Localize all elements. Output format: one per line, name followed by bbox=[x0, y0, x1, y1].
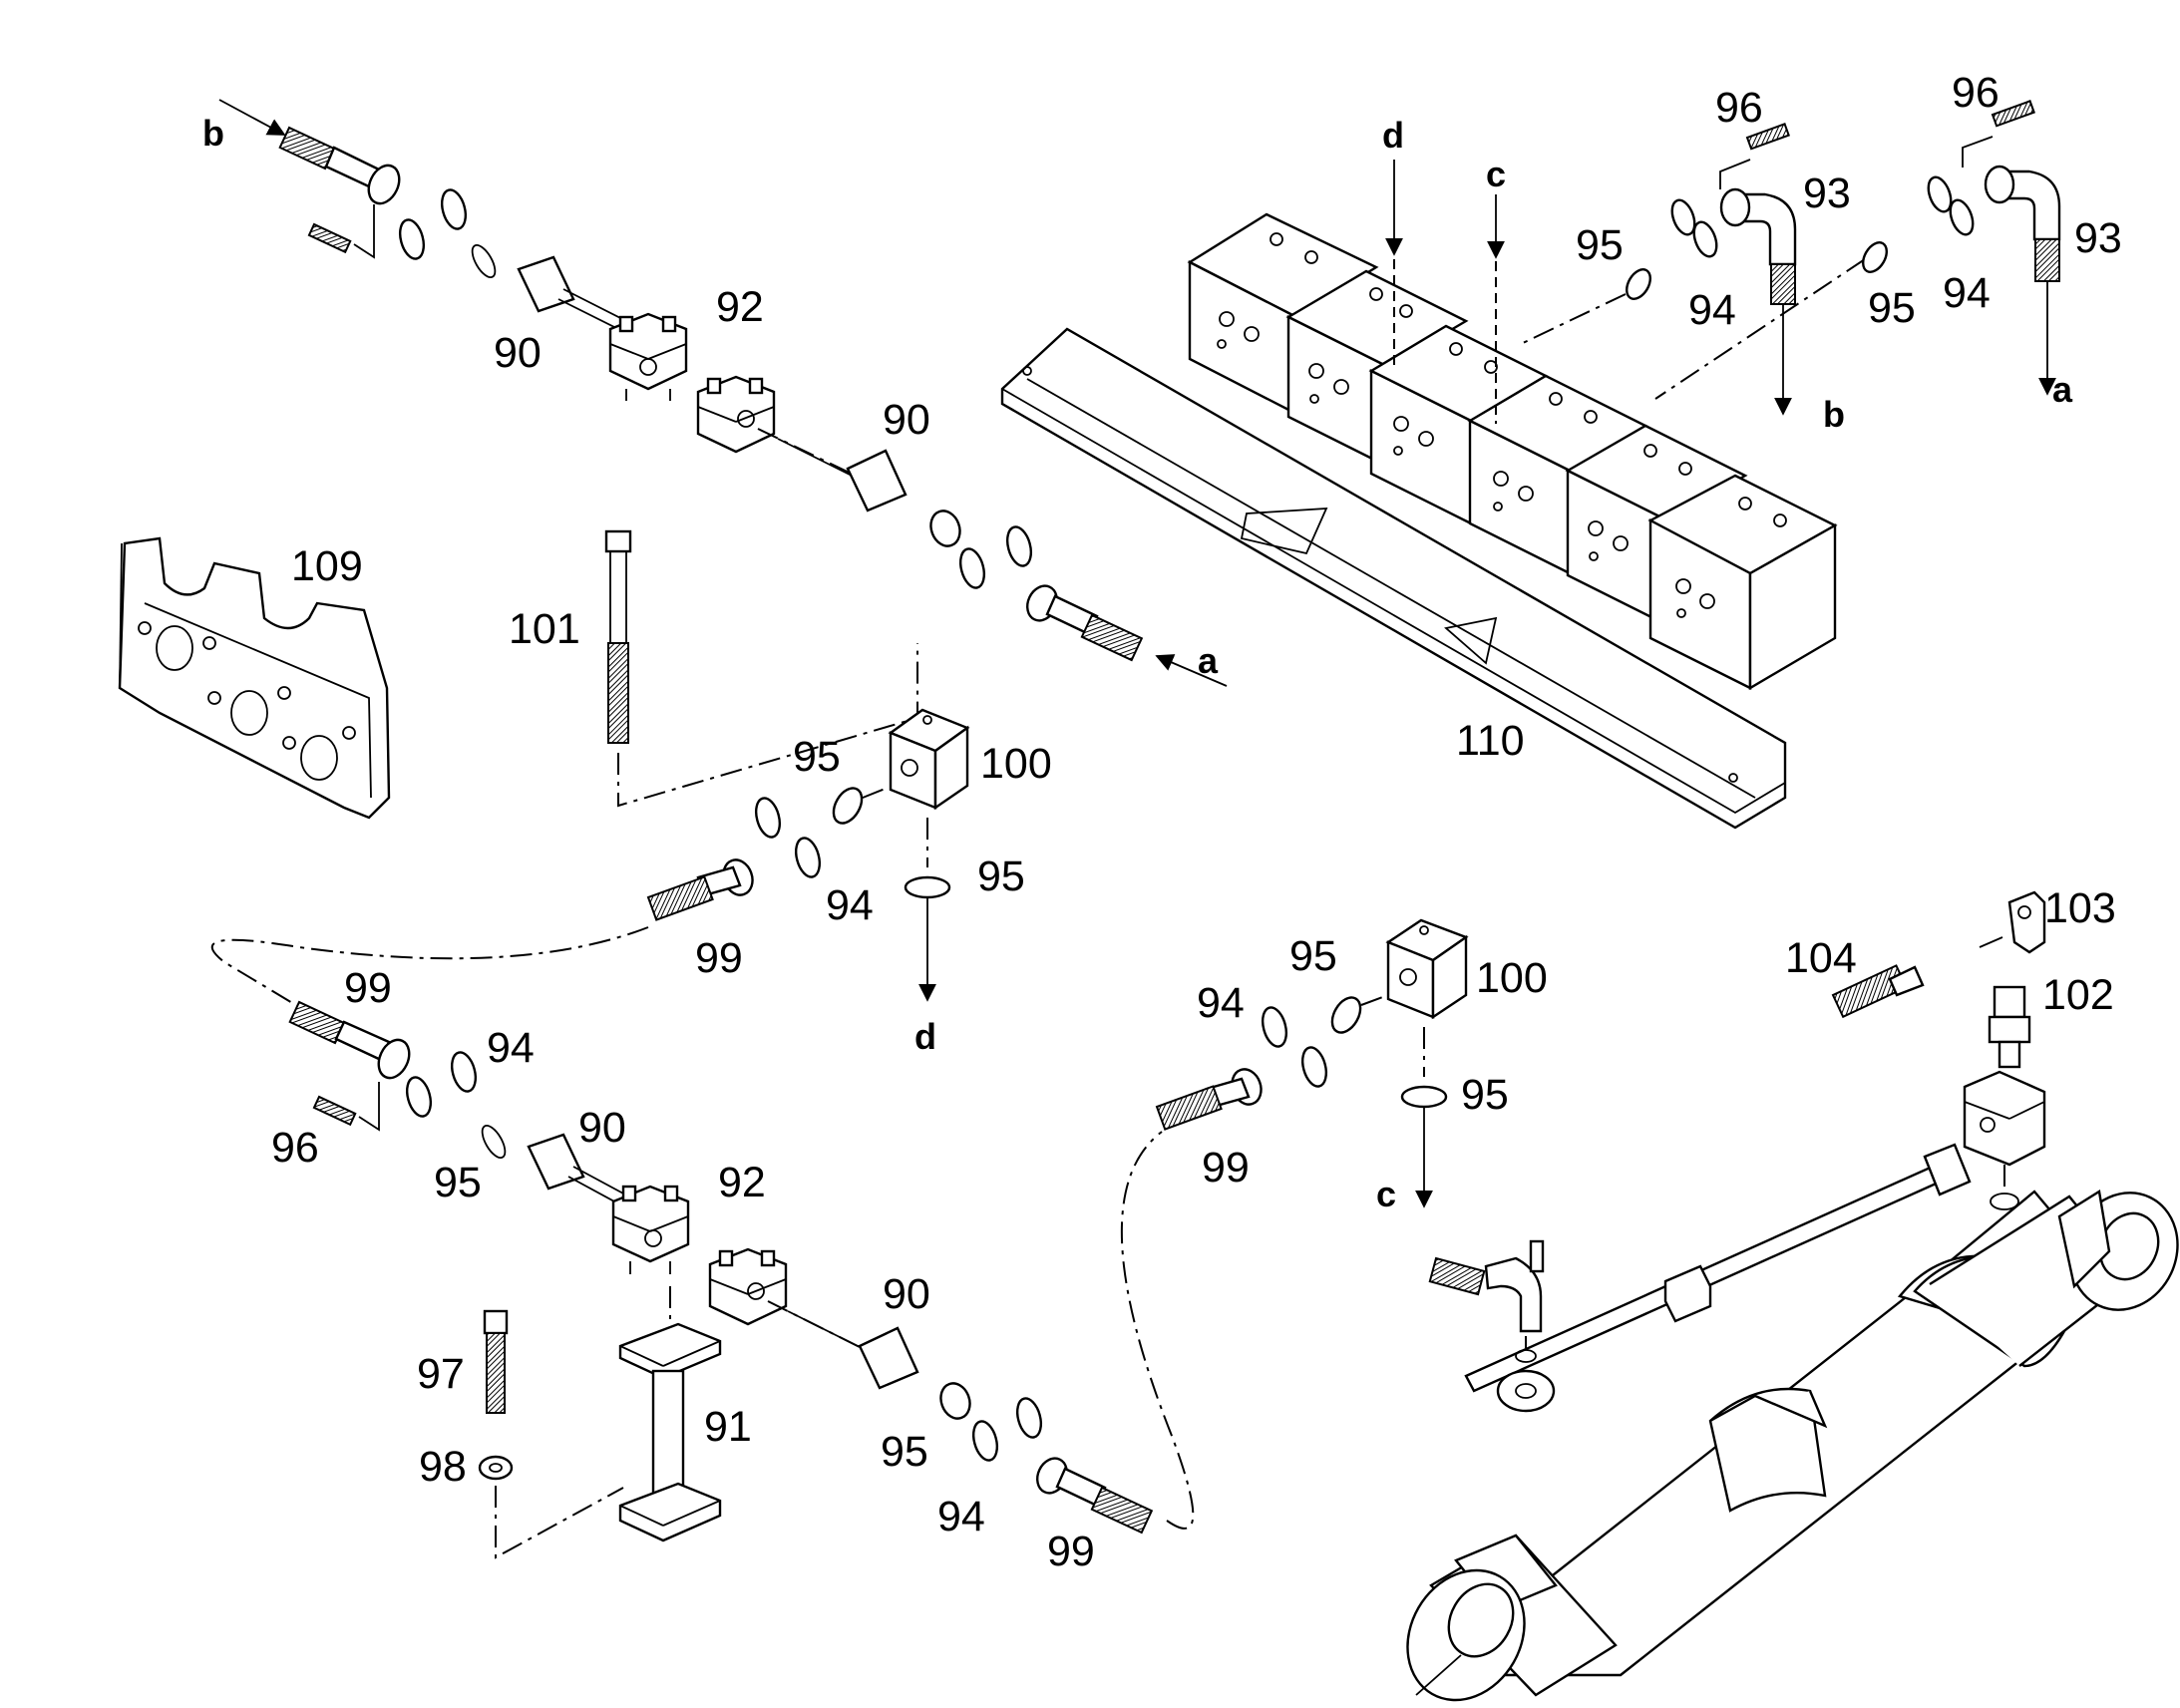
bolt-101 bbox=[604, 529, 918, 808]
clamp-92-bottom-1 bbox=[611, 1185, 690, 1274]
label-94-e: 94 bbox=[1688, 286, 1736, 334]
label-95-c: 95 bbox=[434, 1159, 482, 1206]
label-92-b: 92 bbox=[718, 1159, 766, 1206]
label-100-b: 100 bbox=[1476, 954, 1548, 1002]
conn-d-top: d bbox=[1382, 115, 1404, 156]
hose-fitting-bottom-left bbox=[288, 1000, 639, 1215]
o-ring-95-top-2 bbox=[1862, 241, 1888, 273]
label-95-f: 95 bbox=[1461, 1071, 1509, 1119]
hose-fitting-a bbox=[846, 449, 1228, 687]
conn-b-in: b bbox=[202, 113, 224, 154]
hose-route-left bbox=[210, 926, 649, 1008]
label-99-c: 99 bbox=[1047, 1528, 1095, 1575]
label-97: 97 bbox=[417, 1350, 465, 1398]
label-92-a: 92 bbox=[716, 283, 764, 331]
hose-fitting-bottom-right bbox=[858, 1326, 1154, 1535]
label-96-a: 96 bbox=[271, 1124, 319, 1172]
label-99-a: 99 bbox=[695, 934, 743, 982]
conn-b-out: b bbox=[1823, 394, 1845, 435]
label-103: 103 bbox=[2044, 884, 2116, 932]
bolt-97 bbox=[483, 1309, 509, 1414]
label-94-c: 94 bbox=[937, 1493, 985, 1540]
label-96-b: 96 bbox=[1715, 84, 1763, 132]
elbow-fitting-93-right bbox=[1927, 100, 2061, 396]
label-98: 98 bbox=[419, 1443, 467, 1491]
label-90-a: 90 bbox=[494, 329, 542, 377]
label-93-b: 93 bbox=[2074, 214, 2122, 262]
label-90-c: 90 bbox=[578, 1104, 626, 1152]
connection-labels: b a d c d c b a bbox=[202, 113, 2073, 1214]
valve-rail-110 bbox=[1000, 327, 1787, 830]
label-94-b: 94 bbox=[487, 1024, 535, 1072]
conn-a-in: a bbox=[1198, 640, 1219, 681]
label-102: 102 bbox=[2042, 971, 2114, 1019]
label-90-b: 90 bbox=[883, 396, 930, 444]
hydraulic-cylinder bbox=[1406, 1070, 2179, 1702]
conn-c-top: c bbox=[1486, 154, 1506, 194]
hose-fitting-top-left bbox=[278, 126, 639, 340]
label-95-e: 95 bbox=[1289, 932, 1337, 980]
label-109: 109 bbox=[291, 542, 363, 590]
label-101: 101 bbox=[509, 605, 580, 653]
label-91: 91 bbox=[704, 1403, 752, 1451]
o-ring-95-top-1 bbox=[1520, 268, 1651, 345]
fittings-102-103-104 bbox=[1831, 890, 2046, 1069]
label-100-a: 100 bbox=[980, 740, 1052, 788]
label-110: 110 bbox=[1456, 717, 1525, 765]
label-95-b: 95 bbox=[977, 853, 1025, 900]
label-94-d: 94 bbox=[1197, 979, 1245, 1027]
label-94-a: 94 bbox=[826, 881, 874, 929]
hose-route-right bbox=[1120, 1131, 1195, 1530]
conn-d-out: d bbox=[914, 1016, 936, 1057]
clamp-92-bottom-2 bbox=[708, 1247, 879, 1357]
manifold-block-100-lower bbox=[1155, 918, 1469, 1208]
conn-c-out: c bbox=[1376, 1174, 1396, 1214]
clamp-92-upper bbox=[608, 312, 688, 401]
part-labels: 90 92 90 109 101 95 100 95 94 99 99 94 9… bbox=[271, 69, 2122, 1575]
label-99-d: 99 bbox=[1202, 1144, 1250, 1192]
manifold-block-100-upper bbox=[646, 708, 970, 1002]
elbow-fitting-93-left bbox=[1654, 123, 1866, 416]
label-95-g: 95 bbox=[1576, 221, 1624, 269]
valve-block-bank bbox=[1187, 212, 1838, 691]
label-93-a: 93 bbox=[1803, 170, 1851, 217]
label-95-d: 95 bbox=[881, 1428, 928, 1476]
label-95-h: 95 bbox=[1868, 284, 1916, 332]
conn-a-out: a bbox=[2052, 369, 2073, 410]
washer-98 bbox=[478, 1455, 624, 1559]
label-95-a: 95 bbox=[793, 733, 841, 781]
label-94-f: 94 bbox=[1943, 269, 1991, 317]
label-104: 104 bbox=[1785, 934, 1857, 982]
support-post-91 bbox=[618, 1286, 722, 1542]
label-99-b: 99 bbox=[344, 964, 392, 1012]
label-96-c: 96 bbox=[1952, 69, 1999, 117]
arrow-b-in bbox=[218, 99, 286, 136]
label-90-d: 90 bbox=[883, 1270, 930, 1318]
bracket-plate-109 bbox=[118, 536, 391, 820]
clamp-92-lower-top bbox=[696, 375, 859, 480]
